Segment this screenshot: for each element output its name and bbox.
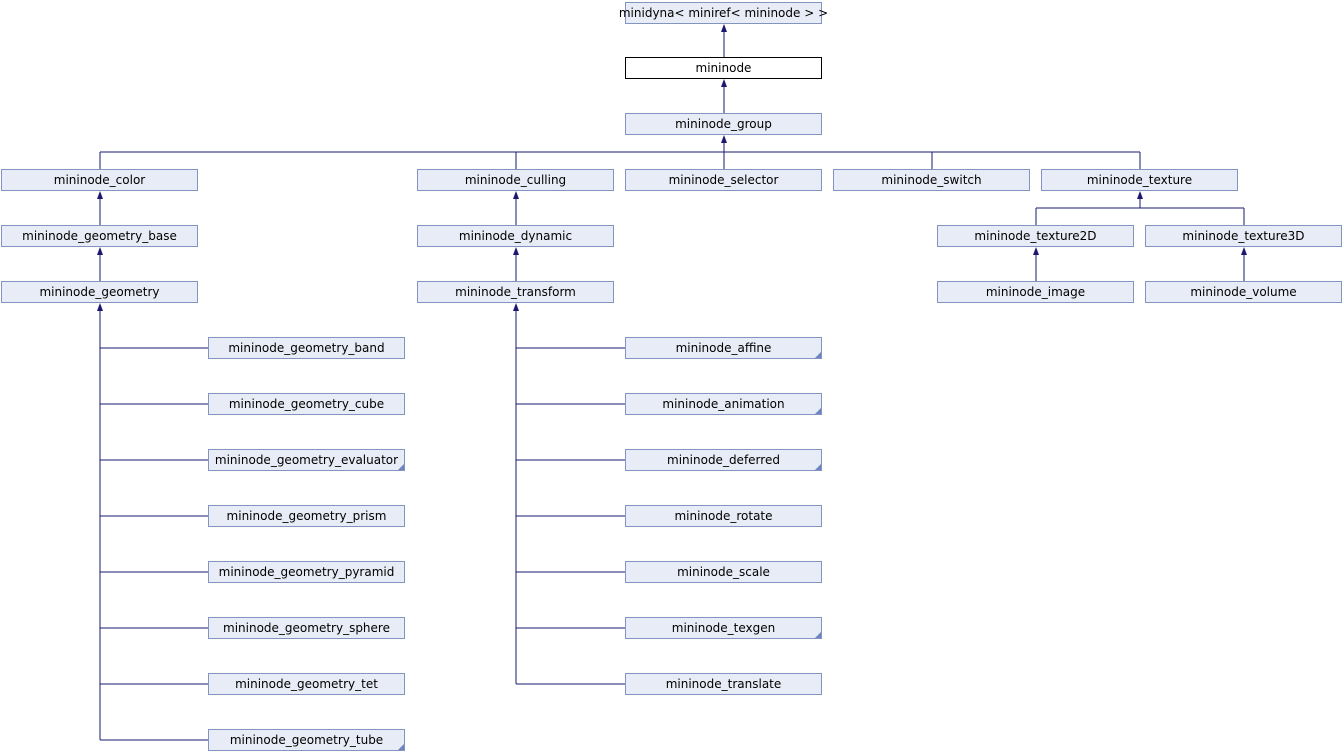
class-node-selector[interactable]: mininode_selector — [625, 169, 822, 191]
class-node-geometry-sphere[interactable]: mininode_geometry_sphere — [208, 617, 405, 639]
inheritance-arrow — [513, 191, 519, 199]
class-node-geometry-tet[interactable]: mininode_geometry_tet — [208, 673, 405, 695]
class-node-deferred[interactable]: mininode_deferred — [625, 449, 822, 471]
class-node-texgen[interactable]: mininode_texgen — [625, 617, 822, 639]
class-node-geometry-band[interactable]: mininode_geometry_band — [208, 337, 405, 359]
class-node-culling[interactable]: mininode_culling — [417, 169, 614, 191]
class-node-dynamic[interactable]: mininode_dynamic — [417, 225, 614, 247]
class-node-group[interactable]: mininode_group — [625, 113, 822, 135]
inheritance-arrow — [513, 303, 519, 311]
class-node-animation[interactable]: mininode_animation — [625, 393, 822, 415]
class-node-geometry-cube[interactable]: mininode_geometry_cube — [208, 393, 405, 415]
class-node-texture3D[interactable]: mininode_texture3D — [1145, 225, 1342, 247]
class-node-geometry-prism[interactable]: mininode_geometry_prism — [208, 505, 405, 527]
class-node-translate[interactable]: mininode_translate — [625, 673, 822, 695]
class-node-transform[interactable]: mininode_transform — [417, 281, 614, 303]
inheritance-arrow — [1033, 247, 1039, 255]
class-node-geometry-pyramid[interactable]: mininode_geometry_pyramid — [208, 561, 405, 583]
class-node-scale[interactable]: mininode_scale — [625, 561, 822, 583]
inheritance-arrow — [97, 303, 103, 311]
class-node-geometry-evaluator[interactable]: mininode_geometry_evaluator — [208, 449, 405, 471]
inheritance-arrow — [97, 247, 103, 255]
inheritance-arrow — [721, 24, 727, 32]
class-node-texture[interactable]: mininode_texture — [1041, 169, 1238, 191]
class-node-switch[interactable]: mininode_switch — [833, 169, 1030, 191]
class-node-geometry-base[interactable]: mininode_geometry_base — [1, 225, 198, 247]
inheritance-arrow — [721, 79, 727, 87]
class-node-geometry[interactable]: mininode_geometry — [1, 281, 198, 303]
class-node-mininode: mininode — [625, 57, 822, 79]
class-node-geometry-tube[interactable]: mininode_geometry_tube — [208, 729, 405, 751]
inheritance-arrow — [1241, 247, 1247, 255]
inheritance-arrow — [97, 191, 103, 199]
class-node-image[interactable]: mininode_image — [937, 281, 1134, 303]
class-node-color[interactable]: mininode_color — [1, 169, 198, 191]
inheritance-arrow — [1137, 191, 1143, 199]
inheritance-arrow — [721, 135, 727, 143]
class-node-rotate[interactable]: mininode_rotate — [625, 505, 822, 527]
class-node-volume[interactable]: mininode_volume — [1145, 281, 1342, 303]
class-node-affine[interactable]: mininode_affine — [625, 337, 822, 359]
inheritance-arrow — [513, 247, 519, 255]
class-node-texture2D[interactable]: mininode_texture2D — [937, 225, 1134, 247]
class-node-minidyna[interactable]: minidyna< miniref< mininode > > — [619, 2, 828, 24]
